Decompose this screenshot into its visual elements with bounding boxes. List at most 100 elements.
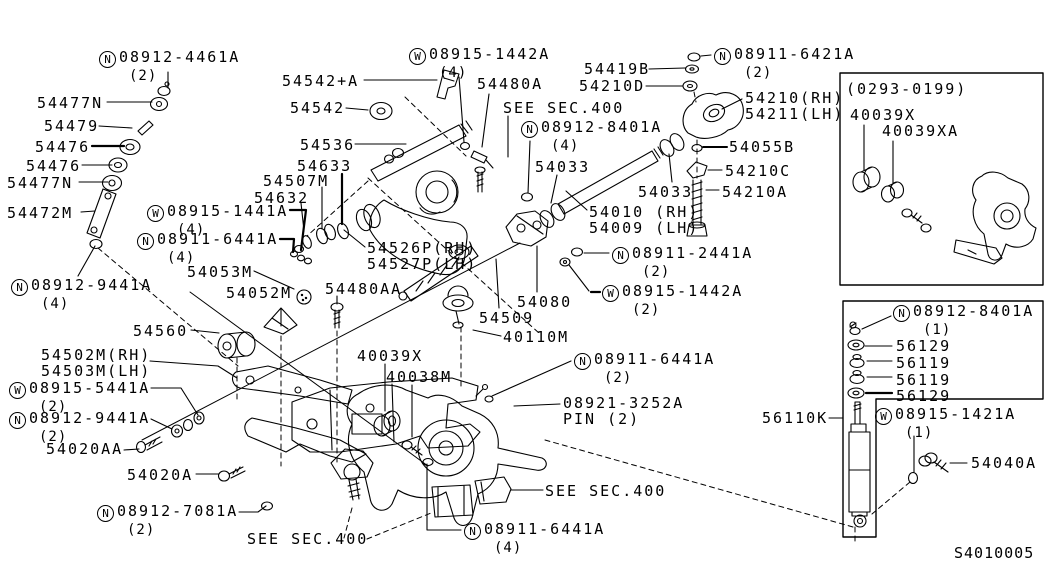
label-40038M: 40038M bbox=[386, 369, 452, 385]
part-number: 54476 bbox=[26, 157, 82, 175]
prefix-n-icon: N bbox=[464, 523, 481, 540]
prefix-w-icon: W bbox=[9, 382, 26, 399]
label-54033-1: 54033 bbox=[535, 159, 590, 175]
part-number: 08912-8401A bbox=[913, 302, 1035, 320]
label-54055B: 54055B bbox=[729, 139, 795, 155]
part-number: 54210(RH) bbox=[745, 89, 845, 107]
prefix-n-icon: N bbox=[612, 247, 629, 264]
part-number: 54503M(LH) bbox=[41, 362, 152, 380]
part-number: 40039X bbox=[357, 347, 424, 365]
label-40039X-box: 40039X bbox=[850, 107, 916, 123]
label-54080: 54080 bbox=[517, 294, 572, 310]
prefix-n-icon: N bbox=[137, 233, 154, 250]
part-number: SEE SEC.400 bbox=[545, 482, 667, 500]
label-54053M: 54053M bbox=[187, 264, 253, 280]
part-number: 54052M bbox=[226, 284, 293, 302]
part-number: 54542+A bbox=[282, 72, 360, 90]
part-number: 54477N bbox=[7, 174, 74, 192]
prefix-n-icon: N bbox=[97, 505, 114, 522]
prefix-w-icon: W bbox=[147, 205, 164, 222]
quantity: (2) bbox=[642, 264, 671, 280]
part-number: 54542 bbox=[290, 99, 346, 117]
label-54210D: 54210D bbox=[579, 78, 645, 94]
inset-box-early-production bbox=[839, 72, 1044, 286]
label-54633: 54633 bbox=[297, 158, 352, 174]
label-54040A: 54040A bbox=[971, 455, 1037, 471]
part-number: 54055B bbox=[729, 138, 796, 156]
label-54536: 54536 bbox=[300, 137, 355, 153]
label-54476-2: 54476 bbox=[26, 158, 81, 174]
label-see-sec-400-3: SEE SEC.400 bbox=[545, 483, 666, 499]
prefix-n-icon: N bbox=[893, 305, 910, 322]
prefix-w-icon: W bbox=[409, 48, 426, 65]
quantity: (4) bbox=[494, 540, 523, 556]
quantity: (4) bbox=[551, 138, 580, 154]
label-54020AA: 54020AA bbox=[46, 441, 123, 457]
label-54526P: 54526P(RH)54527P(LH) bbox=[367, 240, 477, 272]
diagram-code: S4010005 bbox=[954, 544, 1035, 562]
quantity: (1) bbox=[923, 322, 952, 338]
label-54480AA: 54480AA bbox=[325, 281, 402, 297]
part-number: 40110M bbox=[503, 328, 570, 346]
prefix-n-icon: N bbox=[574, 353, 591, 370]
part-number: 54033 bbox=[638, 183, 694, 201]
part-number: 08911-2441A bbox=[632, 244, 754, 262]
label-54477N-1: 54477N bbox=[37, 95, 103, 111]
part-number: 54526P(RH) bbox=[367, 239, 478, 257]
shock-absorber-drawing bbox=[847, 321, 949, 528]
part-number: 08911-6441A bbox=[157, 230, 279, 248]
label-54476-1: 54476 bbox=[35, 139, 90, 155]
part-number: 56110K bbox=[762, 409, 829, 427]
label-54477N-2: 54477N bbox=[7, 175, 73, 191]
part-number: 54633 bbox=[297, 157, 353, 175]
label-see-sec-400-1: SEE SEC.400 bbox=[247, 531, 368, 547]
part-number: 54480A bbox=[477, 75, 544, 93]
label-56110K: 56110K bbox=[762, 410, 828, 426]
part-number: 54536 bbox=[300, 136, 356, 154]
prefix-n-icon: N bbox=[714, 48, 731, 65]
part-number: 54502M(RH) bbox=[41, 346, 152, 364]
part-number: 08912-4461A bbox=[119, 48, 241, 66]
label-54480A: 54480A bbox=[477, 76, 543, 92]
label-54542-plus-A: 54542+A bbox=[282, 73, 359, 89]
part-number: 54509 bbox=[479, 309, 535, 327]
part-number: 54053M bbox=[187, 263, 254, 281]
part-number: SEE SEC.400 bbox=[247, 530, 369, 548]
part-number: 54210D bbox=[579, 77, 646, 95]
part-number: 40039XA bbox=[882, 122, 960, 140]
upper-control-arm-drawing bbox=[289, 69, 534, 276]
part-number: 08911-6421A bbox=[734, 45, 856, 63]
part-number: 54010 (RH) bbox=[589, 203, 700, 221]
quantity: (2) bbox=[744, 65, 773, 81]
quantity: (2) bbox=[39, 399, 68, 415]
label-54210: 54210(RH)54211(LH) bbox=[745, 90, 844, 122]
label-54033-2: 54033 bbox=[638, 184, 693, 200]
part-number: 54040A bbox=[971, 454, 1038, 472]
label-56129-2: 56129 bbox=[896, 388, 951, 404]
label-see-sec-400-2: SEE SEC.400 bbox=[503, 100, 624, 116]
label-56129-1: 56129 bbox=[896, 338, 951, 354]
part-number: 56119 bbox=[896, 371, 952, 389]
part-number: 08912-9441A bbox=[29, 409, 151, 427]
part-number: 54419B bbox=[584, 60, 651, 78]
part-number: 08912-8401A bbox=[541, 118, 663, 136]
part-number: 54210A bbox=[722, 183, 789, 201]
part-number: 56119 bbox=[896, 354, 952, 372]
part-number: 08915-5441A bbox=[29, 379, 151, 397]
part-number: 54033 bbox=[535, 158, 591, 176]
label-54479: 54479 bbox=[44, 118, 99, 134]
part-number: 40039X bbox=[850, 106, 917, 124]
prefix-w-icon: W bbox=[875, 408, 892, 425]
part-number: 54210C bbox=[725, 162, 792, 180]
